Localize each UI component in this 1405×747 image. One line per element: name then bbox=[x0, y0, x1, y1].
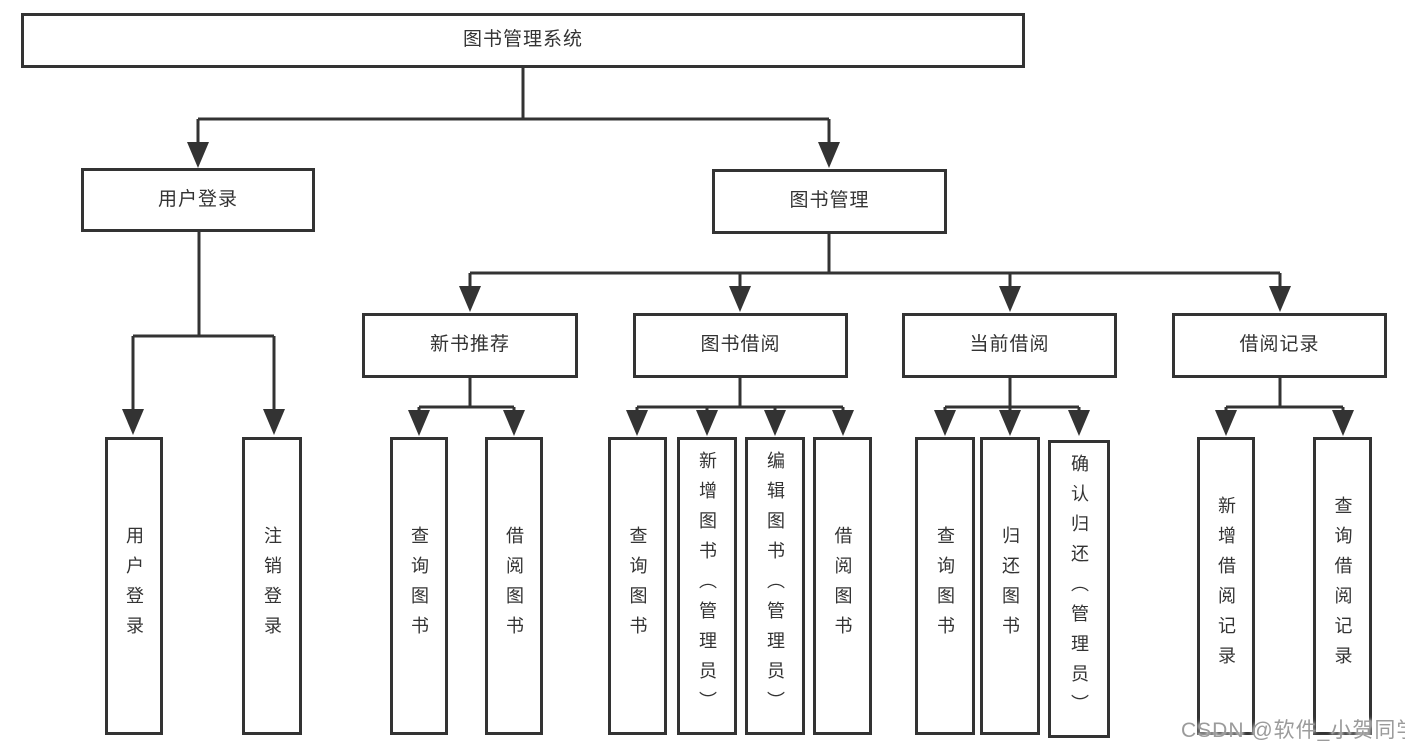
leaf-add-borrow-record: 新增借阅记录 bbox=[1197, 437, 1255, 735]
leaf-current-query-books: 查询图书 bbox=[915, 437, 975, 735]
node-borrow-records: 借阅记录 bbox=[1172, 313, 1387, 378]
leaf-recommend-borrow-books: 借阅图书 bbox=[485, 437, 543, 735]
leaf-logout: 注销登录 bbox=[242, 437, 302, 735]
node-user-login: 用户登录 bbox=[81, 168, 315, 232]
node-book-management: 图书管理 bbox=[712, 169, 947, 234]
connector-user-login-to-leaves bbox=[122, 232, 285, 435]
node-book-borrow: 图书借阅 bbox=[633, 313, 848, 378]
connector-borrow-records-to-leaves bbox=[1215, 377, 1354, 436]
connector-book-management-to-level3 bbox=[459, 234, 1291, 312]
leaf-add-books-admin: 新增图书（管理员） bbox=[677, 437, 737, 735]
leaf-user-login: 用户登录 bbox=[105, 437, 163, 735]
node-new-book-recommend: 新书推荐 bbox=[362, 313, 578, 378]
connector-root-to-level2 bbox=[187, 68, 840, 168]
leaf-query-borrow-record: 查询借阅记录 bbox=[1313, 437, 1372, 735]
connector-new-book-recommend-to-leaves bbox=[408, 377, 525, 436]
node-library-management-system: 图书管理系统 bbox=[21, 13, 1025, 68]
leaf-edit-books-admin: 编辑图书（管理员） bbox=[745, 437, 805, 735]
leaf-borrow-borrow-books: 借阅图书 bbox=[813, 437, 872, 735]
leaf-return-books: 归还图书 bbox=[980, 437, 1040, 735]
leaf-borrow-query-books: 查询图书 bbox=[608, 437, 667, 735]
connector-current-borrow-to-leaves bbox=[934, 377, 1090, 436]
node-current-borrow: 当前借阅 bbox=[902, 313, 1117, 378]
leaf-confirm-return-admin: 确认归还（管理员） bbox=[1048, 440, 1110, 738]
leaf-recommend-query-books: 查询图书 bbox=[390, 437, 448, 735]
csdn-watermark: CSDN @软件_小贺同学 bbox=[1181, 719, 1405, 742]
connector-book-borrow-to-leaves bbox=[626, 377, 854, 436]
